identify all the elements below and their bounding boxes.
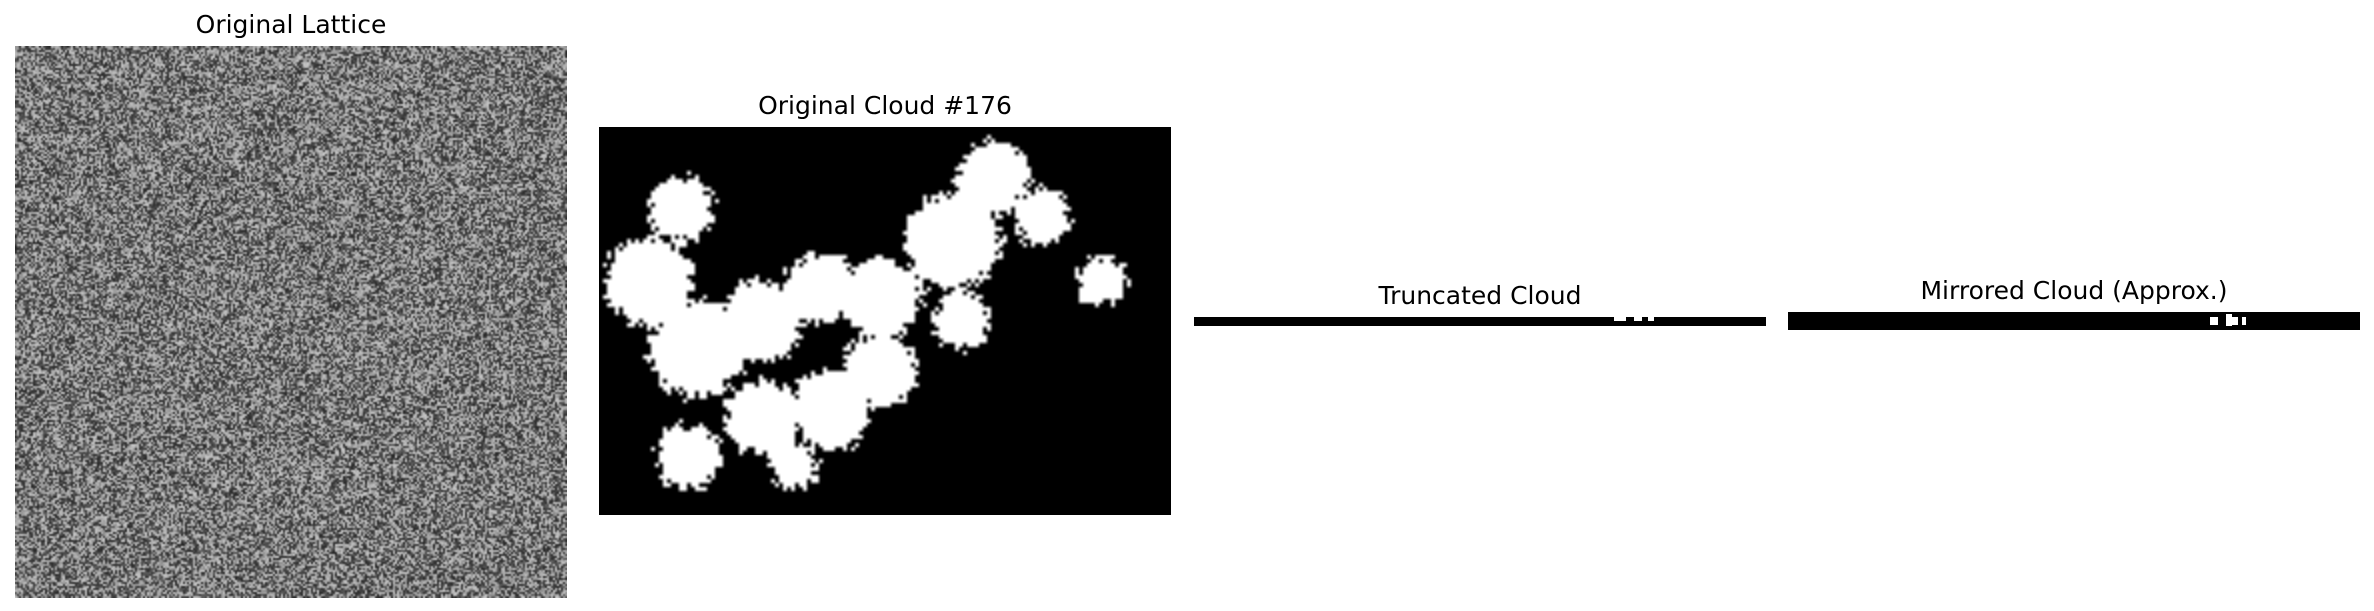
mirrored-cloud-background bbox=[1788, 312, 2360, 330]
panel-title-mirrored-cloud: Mirrored Cloud (Approx.) bbox=[1920, 276, 2228, 305]
mirrored-cloud-image bbox=[1788, 312, 2360, 330]
mirrored-cloud-pixels bbox=[2232, 317, 2238, 325]
truncated-cloud-pixels bbox=[1634, 317, 1642, 321]
panel-title-original-cloud: Original Cloud #176 bbox=[758, 91, 1012, 120]
mirrored-cloud-pixels bbox=[2242, 317, 2246, 325]
original-cloud-image bbox=[599, 127, 1171, 515]
truncated-cloud-image bbox=[1194, 317, 1766, 326]
truncated-cloud-pixels bbox=[1648, 317, 1654, 321]
mirrored-cloud-pixels bbox=[2210, 317, 2218, 325]
original-lattice-image bbox=[15, 46, 567, 598]
truncated-cloud-pixels bbox=[1614, 317, 1626, 321]
mirrored-cloud-pixels bbox=[2226, 314, 2232, 326]
panel-title-truncated-cloud: Truncated Cloud bbox=[1378, 281, 1582, 310]
truncated-cloud-background bbox=[1194, 317, 1766, 326]
panel-title-original-lattice: Original Lattice bbox=[195, 10, 387, 39]
